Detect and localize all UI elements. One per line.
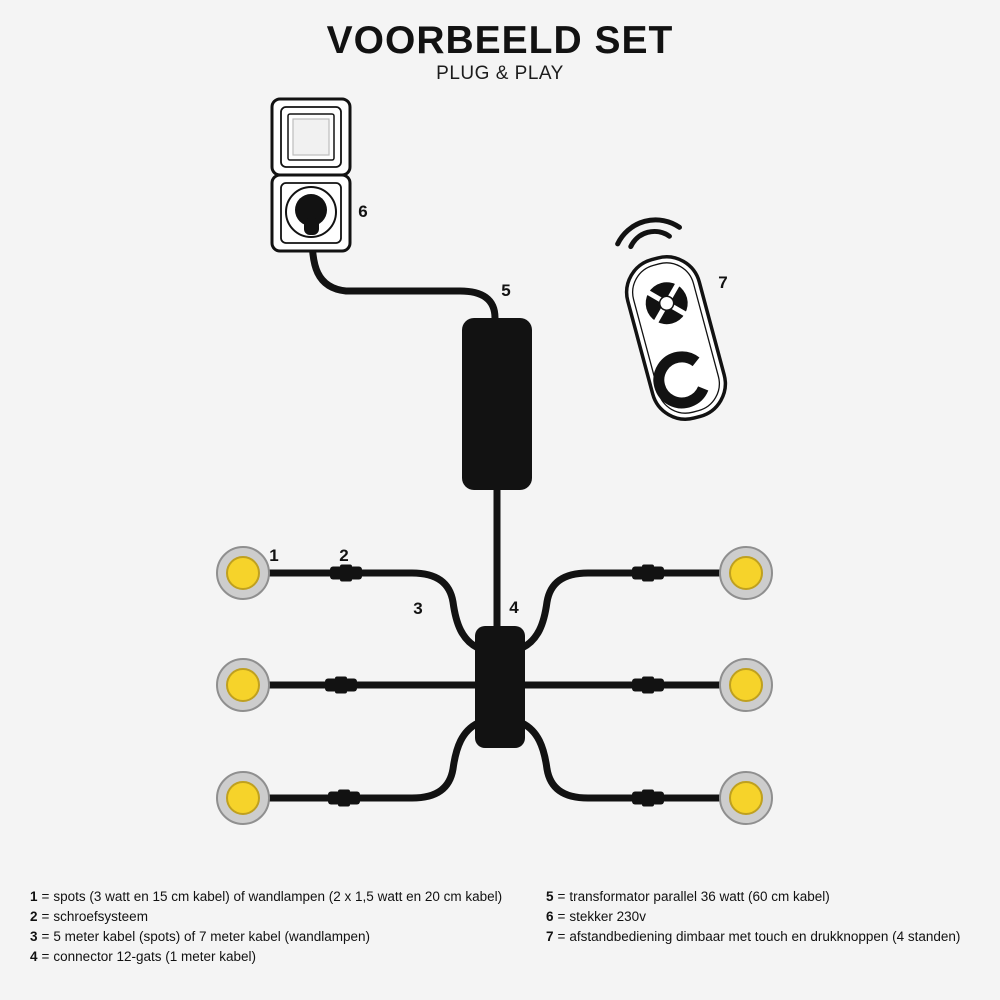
cable-left-top [265,569,482,652]
legend-text: afstandbediening dimbaar met touch en dr… [569,929,961,944]
legend-number: 5 [546,889,554,904]
label-connector: 4 [509,598,519,617]
legend-item-spots: 1=spots (3 watt en 15 cm kabel) of wandl… [30,887,546,907]
connector-block [475,626,525,748]
page-title: VOORBEELD SET [326,19,674,62]
label-spot: 1 [269,546,278,565]
legend-equals: = [41,889,50,904]
wall-socket [270,97,352,253]
remote-control [615,217,728,421]
spot-light [216,771,270,825]
screw-connector [632,564,664,582]
screw-connector [632,789,664,807]
spot-light [216,546,270,600]
label-cable: 3 [413,599,422,618]
legend-text: schroefsysteem [53,909,148,924]
legend-item-schroefsysteem: 2=schroefsysteem [30,907,546,927]
light-switch-icon [287,113,335,161]
power-cable [308,232,499,322]
legend-number: 4 [30,949,38,964]
label-plug: 6 [358,202,367,221]
spot-light [719,771,773,825]
spot-light [719,546,773,600]
legend-equals: = [557,929,566,944]
legend-item-transformator: 5=transformator parallel 36 watt (60 cm … [546,887,980,907]
legend-item-connector: 4=connector 12-gats (1 meter kabel) [30,947,546,967]
transformer [462,318,532,490]
screw-connector [328,789,360,807]
legend-equals: = [41,949,50,964]
legend-text: transformator parallel 36 watt (60 cm ka… [569,889,830,904]
legend-item-afstandbediening: 7=afstandbediening dimbaar met touch en … [546,927,980,947]
screw-connector [632,676,664,694]
page-subtitle: PLUG & PLAY [436,62,564,84]
legend-item-stekker: 6=stekker 230v [546,907,980,927]
screw-connector [325,676,357,694]
legend-equals: = [557,889,566,904]
c-button-icon [653,351,709,409]
legend-left-column: 1=spots (3 watt en 15 cm kabel) of wandl… [30,887,546,967]
legend-number: 2 [30,909,38,924]
legend-equals: = [41,909,50,924]
legend-equals: = [41,929,50,944]
cable-right-bottom [518,719,723,802]
header: VOORBEELD SET PLUG & PLAY [0,19,1000,85]
legend-number: 1 [30,889,38,904]
legend: 1=spots (3 watt en 15 cm kabel) of wandl… [30,887,980,967]
wifi-waves-icon [615,217,682,250]
legend-text: spots (3 watt en 15 cm kabel) of wandlam… [53,889,503,904]
legend-text: connector 12-gats (1 meter kabel) [53,949,257,964]
label-remote: 7 [718,273,727,292]
legend-item-kabel: 3=5 meter kabel (spots) of 7 meter kabel… [30,927,546,947]
legend-text: stekker 230v [569,909,646,924]
plug-icon [295,194,327,235]
legend-number: 3 [30,929,38,944]
screw-connector [330,564,362,582]
label-screw: 2 [339,546,348,565]
label-transformer: 5 [501,281,510,300]
cable-left-bottom [265,719,482,802]
touch-pad-icon [645,282,688,325]
spot-light [216,658,270,712]
legend-right-column: 5=transformator parallel 36 watt (60 cm … [546,887,980,967]
cable-right-top [518,569,723,652]
legend-number: 7 [546,929,554,944]
spot-light [719,658,773,712]
legend-text: 5 meter kabel (spots) of 7 meter kabel (… [53,929,371,944]
legend-number: 6 [546,909,554,924]
legend-equals: = [557,909,566,924]
